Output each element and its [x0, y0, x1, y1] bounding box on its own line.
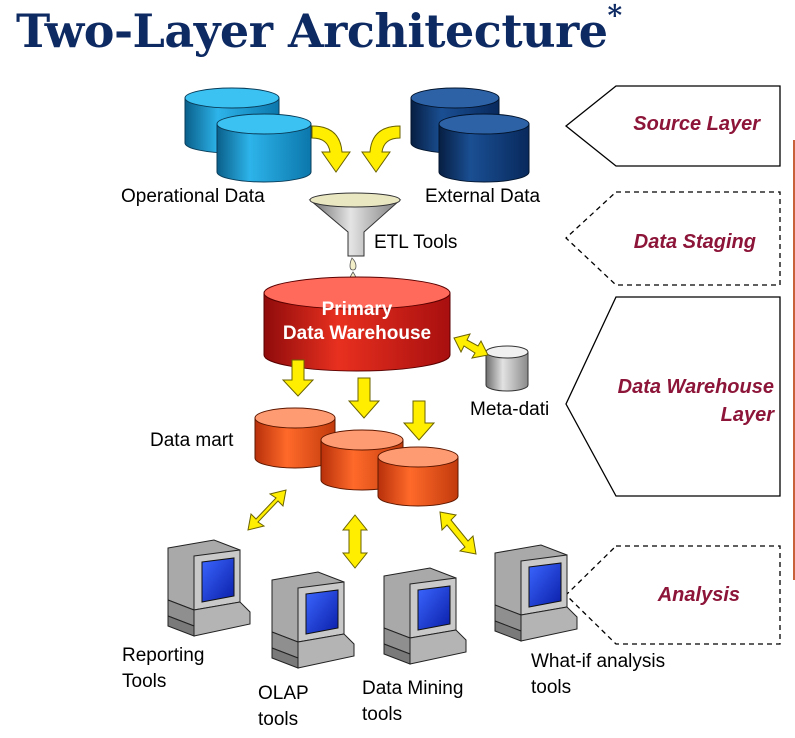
- olap-computer-icon: [271, 571, 355, 669]
- reporting-tools-label: Reporting Tools: [122, 643, 204, 695]
- metadata-label: Meta-dati: [470, 399, 550, 420]
- data-warehouse-layer-label: Data Warehouse Layer: [586, 373, 774, 429]
- datamining-computer-icon: [383, 567, 467, 665]
- primary-dw-label-line1: Primary: [321, 299, 393, 320]
- etl-input-arrow-left: [311, 125, 351, 173]
- metadata-icon: [485, 345, 529, 392]
- datamining-tools-label-line1: Data Mining: [362, 678, 464, 699]
- data-staging-box: [565, 191, 781, 286]
- datamart-label: Data mart: [150, 430, 234, 451]
- reporting-tools-label-line1: Reporting: [122, 645, 205, 666]
- page-title: Two-Layer Architecture*: [16, 0, 622, 58]
- olap-arrow: [341, 514, 369, 569]
- operational-data-label: Operational Data: [121, 186, 265, 207]
- analysis-layer-label: Analysis: [657, 584, 740, 606]
- dw-datamart-arrow-2: [347, 377, 381, 419]
- reporting-computer-icon: [167, 539, 251, 637]
- funnel-icon: [308, 192, 402, 287]
- reporting-tools-label-line2: Tools: [122, 671, 167, 692]
- whatif-tools-label-line1: What-if analysis: [531, 651, 666, 672]
- operational-data-icon: [184, 87, 312, 183]
- whatif-tools-label-line2: tools: [531, 677, 572, 698]
- whatif-computer-icon: [494, 544, 578, 642]
- source-layer-box: [564, 85, 781, 167]
- datamart-icon-3: [377, 446, 459, 507]
- datamining-arrow: [439, 511, 477, 555]
- datamart-icon-1: [254, 407, 336, 469]
- datamining-tools-label-line2: tools: [362, 704, 403, 725]
- primary-dw-label: Primary Data Warehouse: [262, 298, 452, 346]
- dw-metadata-arrow: [453, 333, 489, 359]
- reporting-arrow: [247, 489, 287, 531]
- data-warehouse-layer-label-line1: Data Warehouse: [617, 376, 774, 398]
- data-warehouse-layer-label-line2: Layer: [720, 404, 774, 426]
- analysis-layer-box: [565, 545, 781, 645]
- olap-tools-label: OLAP tools: [258, 681, 309, 733]
- etl-input-arrow-right: [361, 125, 401, 173]
- data-warehouse-layer-box: [565, 296, 781, 497]
- data-staging-label: Data Staging: [633, 231, 756, 253]
- dw-datamart-arrow-3: [402, 400, 436, 441]
- dw-datamart-arrow-1: [281, 359, 315, 397]
- external-data-label: External Data: [425, 186, 541, 207]
- primary-dw-label-line2: Data Warehouse: [282, 323, 432, 344]
- primary-dw-icon: [263, 276, 451, 372]
- source-layer-label: Source Layer: [633, 113, 760, 135]
- whatif-tools-label: What-if analysis tools: [531, 649, 665, 701]
- olap-tools-label-line1: OLAP: [258, 683, 309, 704]
- datamining-tools-label: Data Mining tools: [362, 676, 463, 728]
- etl-tools-label: ETL Tools: [374, 232, 458, 253]
- external-data-icon: [410, 87, 530, 183]
- olap-tools-label-line2: tools: [258, 709, 299, 730]
